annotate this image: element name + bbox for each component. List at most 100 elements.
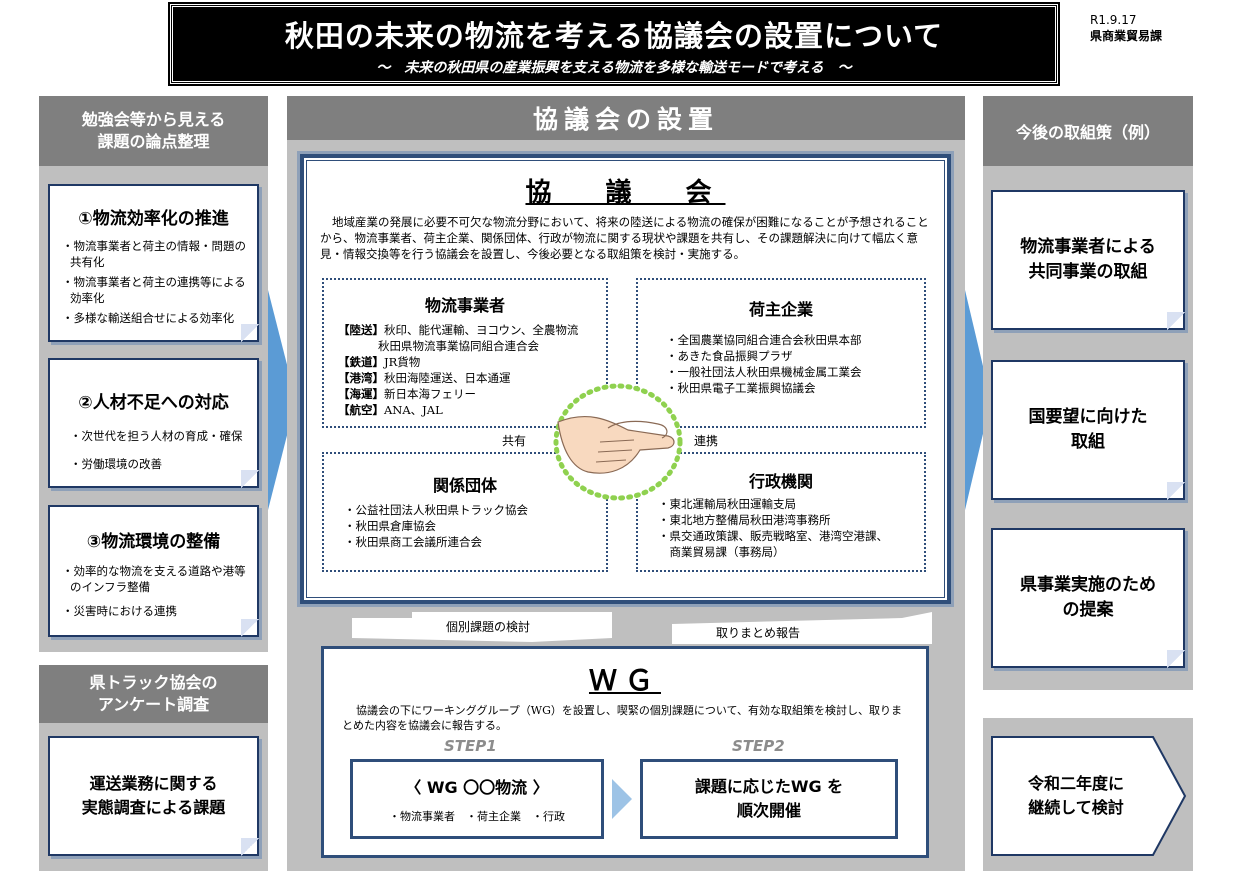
step1-title: 〈 WG 〇〇物流 〉 [405, 778, 549, 797]
arrow-up-shape [672, 612, 932, 644]
government-list: ・東北運輸局秋田運輸支局 ・東北地方整備局秋田港湾事務所 ・県交通政策課、販売戦… [658, 496, 926, 560]
council-description: 地域産業の発展に必要不可欠な物流分野において、将来の陸送による物流の確保が困難に… [320, 215, 929, 261]
issue-card-3: ③物流環境の整備 ・効率的な物流を支える道路や港等のインフラ整備 ・災害時におけ… [48, 505, 259, 637]
issue-card-title: ①物流効率化の推進 [78, 209, 229, 229]
next-year-text: 令和二年度に 継続して検討 [991, 736, 1161, 856]
list-item: 秋田県物流事業協同組合連合会 [378, 339, 539, 353]
list-item: ・公益社団法人秋田県トラック協会 [344, 503, 528, 517]
list-item: 【港湾】秋田海陸運送、日本通運 [338, 371, 511, 385]
right-heading: 今後の取組策（例） [983, 96, 1193, 166]
survey-heading-line1: 県トラック協会の [89, 673, 218, 692]
measure-card-2: 国要望に向けた 取組 [991, 360, 1185, 500]
folded-corner [241, 470, 259, 488]
list-item: ・秋田県電子工業振興協議会 [666, 381, 816, 395]
groups-title: 関係団体 [432, 476, 497, 495]
survey-heading-line2: アンケート調査 [97, 695, 210, 714]
step1-label: STEP1 [444, 737, 497, 755]
list-item: 【航空】ANA、JAL [338, 403, 443, 417]
measure-line1: 物流事業者による [1020, 237, 1156, 257]
date-text: R1.9.17 [1090, 13, 1137, 27]
survey-card-line1: 運送業務に関する [89, 774, 218, 793]
arrow-down-label: 個別課題の検討 [445, 620, 530, 634]
list-item: ・多様な輸送組合せによる効率化 [62, 311, 235, 325]
list-item: ・秋田県商工会議所連合会 [344, 535, 482, 549]
list-item: ・次世代を担う人材の育成・確保 [70, 429, 243, 443]
list-item: 【鉄道】JR貨物 [338, 355, 421, 369]
survey-card-line2: 実態調査による課題 [81, 798, 226, 817]
page-title: 秋田の未来の物流を考える協議会の設置について [284, 19, 944, 53]
logistics-box: 物流事業者 【陸送】秋印、能代運輸、ヨコウン、全農物流 秋田県物流事業協同組合連… [322, 278, 608, 428]
share-label: 共有 [502, 434, 527, 448]
step1-box: 〈 WG 〇〇物流 〉 ・物流事業者 ・荷主企業 ・行政 [350, 759, 604, 839]
next-year-line1: 令和二年度に [1027, 774, 1124, 793]
logistics-list: 【陸送】秋印、能代運輸、ヨコウン、全農物流 秋田県物流事業協同組合連合会 【鉄道… [338, 322, 608, 418]
government-title: 行政機関 [748, 472, 813, 491]
issue-card-list: ・物流事業者と荷主の情報・問題の共有化 ・物流事業者と荷主の連携等による効率化 … [60, 238, 255, 326]
folded-corner [1167, 482, 1185, 500]
title-banner: 秋田の未来の物流を考える協議会の設置について ～ 未来の秋田県の産業振興を支える… [170, 4, 1058, 84]
shipper-list: ・全国農業協同組合連合会秋田県本部 ・あきた食品振興プラザ ・一般社団法人秋田県… [666, 332, 926, 396]
measure-line2: の提案 [1062, 600, 1114, 620]
shipper-box: 荷主企業 ・全国農業協同組合連合会秋田県本部 ・あきた食品振興プラザ ・一般社団… [636, 278, 926, 428]
list-item: ・効率的な物流を支える道路や港等のインフラ整備 [62, 564, 246, 594]
list-item: ・物流事業者と荷主の連携等による効率化 [62, 275, 246, 305]
issue-card-1: ①物流効率化の推進 ・物流事業者と荷主の情報・問題の共有化 ・物流事業者と荷主の… [48, 184, 259, 342]
arrow-down-review: 個別課題の検討 [352, 612, 612, 642]
list-item: ・物流事業者と荷主の情報・問題の共有化 [62, 239, 246, 269]
wg-box: ＷＧ 協議会の下にワーキンググループ（WG）を設置し、喫緊の個別課題について、有… [321, 646, 929, 858]
measure-line1: 県事業実施のため [1020, 575, 1156, 595]
measure-line2: 取組 [1071, 432, 1105, 452]
center-heading: 協議会の設置 [287, 96, 965, 140]
list-item: ・災害時における連携 [62, 604, 177, 618]
wg-title: ＷＧ [588, 664, 661, 697]
list-item: ・県交通政策課、販売戦略室、港湾空港課、 [658, 529, 888, 543]
step2-box: 課題に応じたWG を 順次開催 [640, 759, 898, 839]
issue-card-title: ②人材不足への対応 [78, 393, 229, 413]
survey-card: 運送業務に関する 実態調査による課題 [48, 736, 259, 856]
step2-line1: 課題に応じたWG を [694, 777, 844, 796]
list-item: ・秋田県倉庫協会 [344, 519, 436, 533]
council-inner-border [306, 160, 945, 598]
list-item: ・一般社団法人秋田県機械金属工業会 [666, 365, 862, 379]
date-block: R1.9.17 県商業貿易課 [1090, 12, 1162, 44]
list-item: ・東北地方整備局秋田港湾事務所 [658, 513, 831, 527]
measure-card-3: 県事業実施のため の提案 [991, 528, 1185, 668]
list-item: ・労働環境の改善 [70, 457, 162, 471]
coop-label: 連携 [694, 434, 719, 448]
folded-corner [1167, 650, 1185, 668]
arrow-up-label: 取りまとめ報告 [715, 626, 800, 640]
step2-line2: 順次開催 [736, 801, 801, 820]
list-item: 【海運】新日本海フェリー [338, 387, 476, 401]
government-box: 行政機関 ・東北運輸局秋田運輸支局 ・東北地方整備局秋田港湾事務所 ・県交通政策… [636, 452, 926, 572]
handshake-icon [553, 383, 683, 501]
left-heading: 勉強会等から見える 課題の論点整理 [39, 96, 268, 166]
folded-corner [241, 324, 259, 342]
list-item: 商業貿易課（事務局） [658, 545, 785, 559]
arrow-up-report: 取りまとめ報告 [672, 612, 932, 644]
council-title: 協 議 会 [525, 178, 726, 208]
survey-heading: 県トラック協会の アンケート調査 [39, 665, 268, 723]
folded-corner [1167, 312, 1185, 330]
issue-card-2: ②人材不足への対応 ・次世代を担う人材の育成・確保 ・労働環境の改善 [48, 358, 259, 488]
issue-card-list: ・次世代を担う人材の育成・確保 ・労働環境の改善 [68, 428, 253, 472]
department-text: 県商業貿易課 [1090, 29, 1163, 43]
list-item: 【陸送】秋印、能代運輸、ヨコウン、全農物流 [338, 323, 579, 337]
issue-card-title: ③物流環境の整備 [86, 532, 221, 552]
step-arrow-icon [612, 779, 632, 819]
list-item: ・あきた食品振興プラザ [666, 349, 793, 363]
wg-description: 協議会の下にワーキンググループ（WG）を設置し、喫緊の個別課題について、有効な取… [342, 704, 902, 732]
groups-list: ・公益社団法人秋田県トラック協会 ・秋田県倉庫協会 ・秋田県商工会議所連合会 [344, 502, 604, 550]
step2-label: STEP2 [732, 737, 785, 755]
next-year-arrow-shape [991, 736, 1187, 856]
issue-card-list: ・効率的な物流を支える道路や港等のインフラ整備 ・災害時における連携 [60, 563, 255, 619]
list-item: ・東北運輸局秋田運輸支局 [658, 497, 796, 511]
step1-items: ・物流事業者 ・荷主企業 ・行政 [389, 810, 565, 823]
next-year-line2: 継続して検討 [1028, 798, 1124, 817]
groups-box: 関係団体 ・公益社団法人秋田県トラック協会 ・秋田県倉庫協会 ・秋田県商工会議所… [322, 452, 608, 572]
page-subtitle: ～ 未来の秋田県の産業振興を支える物流を多様な輸送モードで考える ～ [376, 60, 852, 76]
measure-line2: 共同事業の取組 [1028, 262, 1148, 282]
left-heading-line1: 勉強会等から見える [81, 110, 226, 129]
left-heading-line2: 課題の論点整理 [97, 132, 210, 151]
arrow-down-shape [352, 612, 612, 642]
measure-card-1: 物流事業者による 共同事業の取組 [991, 190, 1185, 330]
